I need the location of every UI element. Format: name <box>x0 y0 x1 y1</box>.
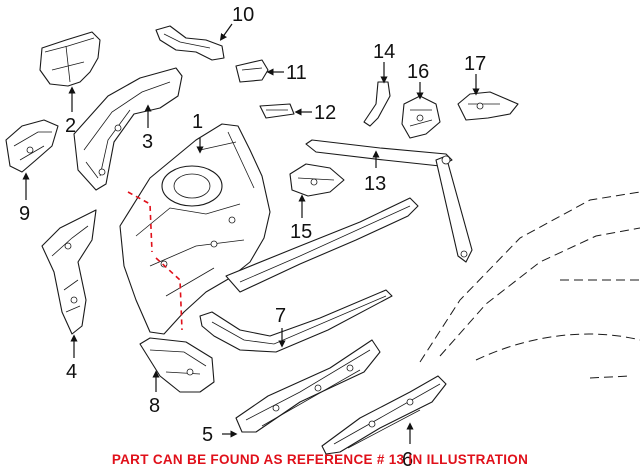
part-9-bracket[interactable] <box>5 119 59 173</box>
part-11-clip[interactable] <box>235 59 269 83</box>
callout-11[interactable]: 11 <box>286 62 307 84</box>
part-1-wheelhouse-apron[interactable] <box>119 123 419 335</box>
part-12-clip[interactable] <box>259 103 295 119</box>
fender-outline <box>419 191 640 379</box>
part-17-bracket[interactable] <box>457 91 519 121</box>
callout-5[interactable]: 5 <box>202 424 213 446</box>
part-16-bracket[interactable] <box>401 95 441 139</box>
callout-1[interactable]: 1 <box>192 111 203 133</box>
callout-13[interactable]: 13 <box>364 173 386 195</box>
part-2-bracket[interactable] <box>39 31 101 87</box>
callout-10[interactable]: 10 <box>232 4 254 26</box>
callout-9[interactable]: 9 <box>19 203 30 225</box>
part-8-bracket[interactable] <box>139 337 215 393</box>
part-6-sill[interactable] <box>321 375 447 455</box>
reference-note: PART CAN BE FOUND AS REFERENCE # 13 IN I… <box>111 452 529 467</box>
part-4-reinforcement[interactable] <box>41 209 97 335</box>
part-14-bracket[interactable] <box>363 81 391 127</box>
callout-15[interactable]: 15 <box>290 221 312 243</box>
part-5-sill[interactable] <box>235 339 381 433</box>
callout-2[interactable]: 2 <box>65 115 76 137</box>
callout-6[interactable]: 6 <box>402 449 413 471</box>
part-10-bracket[interactable] <box>155 25 225 61</box>
callout-4[interactable]: 4 <box>66 361 77 383</box>
callout-12[interactable]: 12 <box>314 102 336 124</box>
leader-lines <box>22 23 480 444</box>
reference-lines <box>127 191 183 331</box>
callout-17[interactable]: 17 <box>464 53 486 75</box>
callout-8[interactable]: 8 <box>149 395 160 417</box>
callout-16[interactable]: 16 <box>407 61 429 83</box>
callout-14[interactable]: 14 <box>373 41 395 63</box>
callout-7[interactable]: 7 <box>275 305 286 327</box>
part-7-lower-rail[interactable] <box>199 289 393 353</box>
part-3-upper-rail[interactable] <box>73 67 183 191</box>
callout-labels: 1 2 3 4 5 6 7 8 9 10 11 12 13 14 15 16 1… <box>19 4 486 471</box>
part-15-bracket[interactable] <box>289 163 345 197</box>
callout-3[interactable]: 3 <box>142 131 153 153</box>
